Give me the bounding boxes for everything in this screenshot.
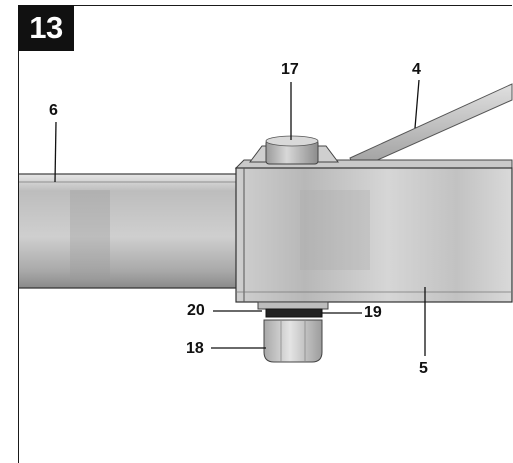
callout-17: 17 xyxy=(281,61,299,78)
callout-4: 4 xyxy=(412,61,421,78)
rod-4 xyxy=(349,83,513,171)
callout-5: 5 xyxy=(419,360,428,377)
leader-6 xyxy=(54,121,57,183)
leader-4 xyxy=(414,79,420,129)
bolt-head-17 xyxy=(249,135,339,165)
figure-frame xyxy=(18,5,512,463)
washer-20 xyxy=(257,301,329,310)
figure-number-badge: 13 xyxy=(18,5,74,51)
leader-lines xyxy=(54,79,426,356)
callout-6: 6 xyxy=(49,102,58,119)
nut-18 xyxy=(263,319,323,363)
callout-19: 19 xyxy=(364,304,382,321)
callout-20: 20 xyxy=(187,302,205,319)
spring-washer-19 xyxy=(265,308,323,318)
inner-tube-6 xyxy=(19,173,244,289)
callout-18: 18 xyxy=(186,340,204,357)
outer-sleeve-5 xyxy=(234,159,513,303)
